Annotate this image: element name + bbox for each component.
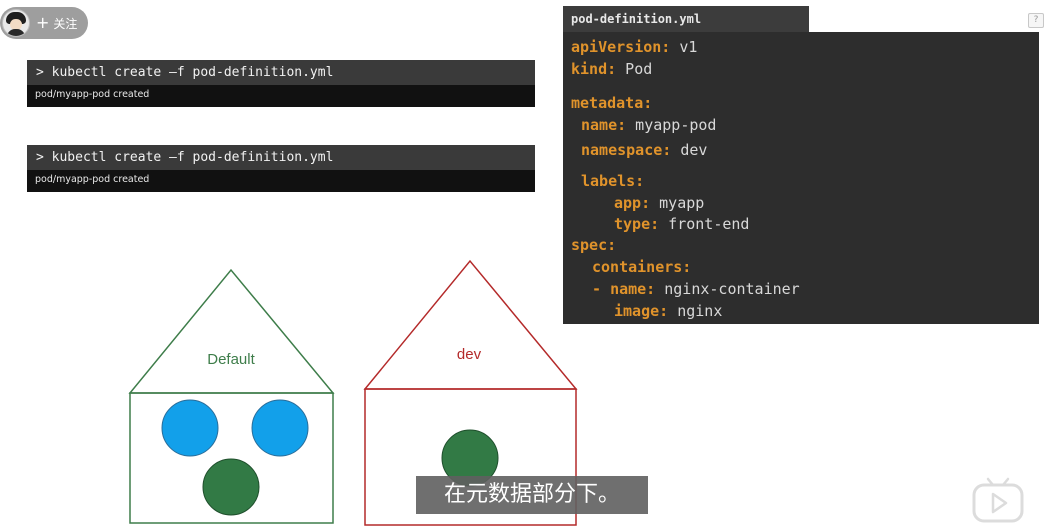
terminal-command: > kubectl create –f pod-definition.yml <box>27 60 535 85</box>
pod-icon <box>251 399 309 457</box>
plus-icon: + <box>36 13 50 32</box>
pod-icon <box>202 458 260 516</box>
yaml-line-containers: containers: <box>592 258 692 276</box>
pod-icon <box>161 399 219 457</box>
terminal-output: pod/myapp-pod created <box>35 89 150 100</box>
dev-roof <box>363 259 578 390</box>
follow-label: 关注 <box>53 16 78 31</box>
yaml-line-metadata: metadata: <box>571 94 653 112</box>
default-label: Default <box>207 351 255 368</box>
help-icon[interactable]: ? <box>1028 13 1044 28</box>
follow-button[interactable]: + 关注 <box>0 7 88 39</box>
yaml-line-kind: kind: Pod <box>571 60 653 78</box>
yaml-line-name: name: myapp-pod <box>581 116 717 134</box>
avatar[interactable] <box>2 9 30 37</box>
terminal-output: pod/myapp-pod created <box>35 174 150 185</box>
dev-namespace: dev <box>363 259 578 526</box>
dev-label: dev <box>457 346 482 363</box>
terminal-block: > kubectl create –f pod-definition.yml p… <box>27 145 535 192</box>
default-namespace: Default <box>128 268 335 524</box>
yaml-line-namespace: namespace: dev <box>581 141 708 159</box>
dev-box <box>364 388 577 526</box>
subtitle-caption: 在元数据部分下。 <box>416 476 648 514</box>
yaml-line-image: image: nginx <box>614 302 723 320</box>
yaml-line-type: type: front-end <box>614 215 750 233</box>
yaml-code-panel: apiVersion: v1 kind: Pod metadata: name:… <box>563 32 1039 324</box>
yaml-line-labels: labels: <box>581 172 645 190</box>
terminal-block: > kubectl create –f pod-definition.yml p… <box>27 60 535 107</box>
yaml-line-apiversion: apiVersion: v1 <box>571 38 698 56</box>
yaml-line-container-name: - name: nginx-container <box>592 280 800 298</box>
play-logo-icon[interactable] <box>972 477 1024 523</box>
terminal-command: > kubectl create –f pod-definition.yml <box>27 145 535 170</box>
yaml-line-spec: spec: <box>571 236 617 254</box>
yaml-filename-tab: pod-definition.yml <box>563 6 809 32</box>
default-box <box>129 392 334 524</box>
yaml-line-app: app: myapp <box>614 194 705 212</box>
default-roof <box>128 268 335 394</box>
